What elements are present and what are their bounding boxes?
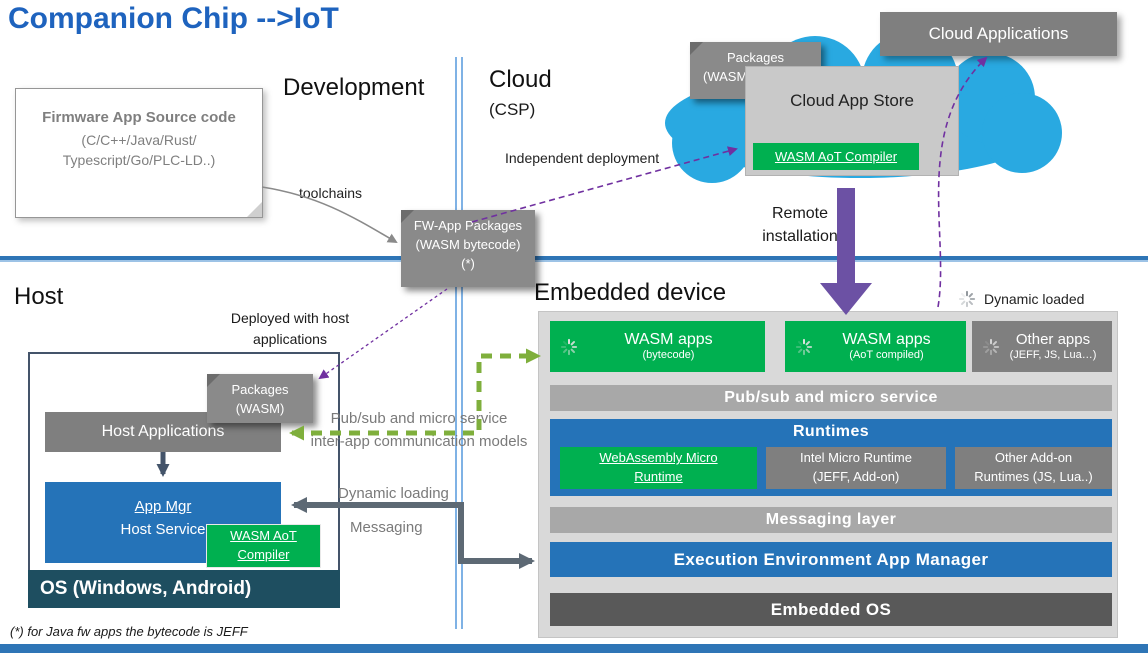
dynamic-loading-label: Dynamic loading [338, 485, 449, 502]
compiler-line2: Compiler [237, 547, 290, 562]
webassembly-micro-runtime-box: WebAssembly Micro Runtime [560, 447, 757, 489]
runtime-line1: WebAssembly Micro [599, 450, 718, 466]
host-packages-line2: (WASM) [235, 400, 285, 416]
runtimes-title: Runtimes [792, 423, 870, 440]
app-title: Other apps [1015, 331, 1091, 349]
host-packages-line1: Packages [231, 382, 289, 397]
loading-spinner-icon [795, 338, 813, 355]
messaging-layer-label: Messaging layer [765, 511, 897, 528]
wasm-apps-bytecode-box: WASM apps (bytecode) [550, 321, 765, 372]
wasm-apps-aot-text: WASM apps (AoT compiled) [813, 331, 966, 363]
pubsub-models-line1: Pub/sub and micro service [330, 410, 508, 427]
host-applications-label: Host Applications [101, 423, 225, 440]
runtime-line1: Other Add-on [994, 450, 1073, 466]
wasm-apps-aot-box: WASM apps (AoT compiled) [785, 321, 966, 372]
embedded-device-label: Embedded device [534, 279, 727, 306]
page-title: Companion Chip -->IoT [8, 2, 339, 35]
wasm-apps-bytecode-text: WASM apps (bytecode) [578, 331, 765, 363]
top-bottom-divider [0, 256, 1148, 262]
runtime-line2: (JEFF, Add-on) [812, 469, 900, 484]
cloud-applications-label: Cloud Applications [928, 24, 1069, 43]
compiler-line1: WASM AoT [230, 528, 297, 544]
host-os-bar: OS (Windows, Android) [28, 570, 340, 608]
app-title: WASM apps [842, 330, 931, 348]
app-subtitle: (bytecode) [642, 349, 695, 362]
csp-label: (CSP) [489, 100, 536, 119]
independent-deployment-label: Independent deployment [505, 150, 660, 166]
footnote: (*) for Java fw apps the bytecode is JEF… [10, 624, 248, 639]
app-subtitle: (AoT compiled) [849, 349, 924, 362]
deployed-line1: Deployed with host [230, 310, 350, 326]
bottom-accent-bar [0, 644, 1148, 653]
firmware-source-line2: Typescript/Go/PLC-LD..) [62, 151, 216, 168]
execution-environment-bar: Execution Environment App Manager [550, 542, 1112, 577]
note-fold-icon [690, 42, 703, 55]
pubsub-models-label: Pub/sub and micro service inter-app comm… [296, 408, 542, 453]
fw-app-packages-line3: (*) [461, 255, 475, 271]
runtime-line1: Intel Micro Runtime [800, 450, 912, 466]
other-apps-box: Other apps (JEFF, JS, Lua…) [972, 321, 1112, 372]
dynamic-loaded-label: Dynamic loaded [984, 291, 1085, 307]
folded-corner-icon [247, 202, 262, 217]
loading-spinner-icon [982, 338, 1000, 355]
cloud-wasm-aot-compiler-label: WASM AoT Compiler [774, 149, 898, 164]
app-mgr-host-service-box: App Mgr Host Service [45, 482, 281, 563]
note-fold-icon [207, 374, 220, 387]
firmware-source-line1: (C/C++/Java/Rust/ [81, 132, 197, 148]
host-os-label: OS (Windows, Android) [40, 578, 252, 599]
other-apps-text: Other apps (JEFF, JS, Lua…) [1000, 331, 1112, 362]
fw-app-packages-note: FW-App Packages (WASM bytecode) (*) [401, 210, 535, 287]
pubsub-service-bar: Pub/sub and micro service [550, 385, 1112, 411]
cloud-label: Cloud [489, 66, 552, 93]
development-label: Development [283, 74, 425, 101]
deployed-with-host-label: Deployed with host applications [210, 308, 370, 350]
remote-line1: Remote [771, 205, 829, 222]
loading-spinner-icon [560, 338, 578, 355]
fw-app-packages-line1: FW-App Packages [413, 218, 523, 233]
host-service-label: Host Service [120, 521, 206, 539]
cloud-applications-box: Cloud Applications [880, 12, 1117, 56]
development-cloud-divider [455, 57, 463, 629]
embedded-os-bar: Embedded OS [550, 593, 1112, 626]
cloud-app-store-label: Cloud App Store [790, 91, 914, 110]
execution-environment-label: Execution Environment App Manager [673, 549, 989, 569]
app-subtitle: (JEFF, JS, Lua…) [1009, 348, 1097, 361]
cloud-packages-line1: Packages [726, 50, 785, 65]
messaging-label: Messaging [350, 519, 423, 536]
intel-micro-runtime-box: Intel Micro Runtime (JEFF, Add-on) [766, 447, 946, 489]
loading-spinner-icon [958, 290, 976, 308]
embedded-os-label: Embedded OS [770, 599, 892, 619]
runtime-line2: Runtime [634, 469, 683, 484]
remote-line2: installation [762, 228, 838, 246]
firmware-source-box: Firmware App Source code (C/C++/Java/Rus… [15, 88, 263, 218]
deployed-line2: applications [253, 331, 327, 347]
firmware-source-title: Firmware App Source code [42, 109, 236, 126]
other-addon-runtimes-box: Other Add-on Runtimes (JS, Lua..) [955, 447, 1112, 489]
messaging-layer-bar: Messaging layer [550, 507, 1112, 533]
note-fold-icon [401, 210, 414, 223]
remote-installation-label: Remote installation [752, 202, 848, 248]
fw-app-packages-line2: (WASM bytecode) [415, 236, 521, 252]
host-wasm-aot-compiler-box: WASM AoT Compiler [206, 524, 321, 568]
cloud-wasm-aot-compiler-box: WASM AoT Compiler [753, 143, 919, 170]
toolchains-label: toolchains [299, 185, 363, 201]
app-title: WASM apps [624, 330, 713, 348]
app-mgr-label: App Mgr [134, 498, 192, 515]
runtime-line2: Runtimes (JS, Lua..) [974, 469, 1093, 484]
pubsub-service-label: Pub/sub and micro service [724, 389, 938, 406]
pubsub-models-line2: inter-app communication models [310, 432, 528, 450]
host-label: Host [14, 283, 64, 310]
